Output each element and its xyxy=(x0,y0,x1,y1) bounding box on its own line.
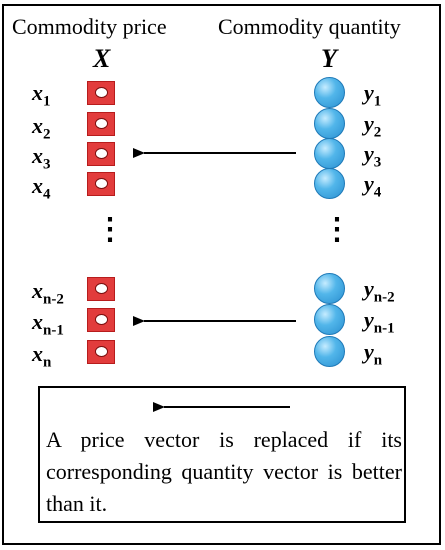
quantity-label-n-1: yn-1 xyxy=(364,307,395,337)
price-label-4: x4 xyxy=(32,173,51,203)
price-square-icon xyxy=(87,142,115,166)
quantity-label-2: y2 xyxy=(364,111,382,141)
quantity-circle-icon xyxy=(314,138,345,169)
quantity-label-n: yn xyxy=(364,339,383,369)
quantity-ellipsis: ⋮ xyxy=(322,213,352,246)
quantity-column-header: Commodity quantity xyxy=(218,14,401,39)
price-square-icon xyxy=(87,340,115,364)
price-set-symbol: X xyxy=(93,44,111,73)
quantity-label-3: y3 xyxy=(364,141,382,171)
price-label-n-1: xn-1 xyxy=(32,309,64,339)
quantity-label-1: y1 xyxy=(364,80,382,110)
quantity-circle-icon xyxy=(314,77,345,108)
price-label-n-2: xn-2 xyxy=(32,278,64,308)
price-label-2: x2 xyxy=(32,113,51,143)
price-label-n: xn xyxy=(32,341,52,371)
price-ellipsis: ⋮ xyxy=(95,213,125,246)
price-square-icon xyxy=(87,112,115,136)
quantity-set-symbol: Y xyxy=(321,44,337,73)
diagram-frame xyxy=(2,4,441,545)
quantity-circle-icon xyxy=(314,336,345,367)
price-square-icon xyxy=(87,81,115,105)
quantity-circle-icon xyxy=(314,168,345,199)
legend-text: A price vector is replaced if its corres… xyxy=(46,427,402,516)
quantity-label-n-2: yn-2 xyxy=(364,276,395,306)
price-label-1: x1 xyxy=(32,80,51,110)
quantity-circle-icon xyxy=(314,304,345,335)
price-label-3: x3 xyxy=(32,143,51,173)
price-square-icon xyxy=(87,308,115,332)
price-square-icon xyxy=(87,277,115,301)
price-square-icon xyxy=(87,172,115,196)
legend-box: A price vector is replaced if its corres… xyxy=(38,386,406,523)
quantity-circle-icon xyxy=(314,273,345,304)
quantity-label-4: y4 xyxy=(364,171,382,201)
price-column-header: Commodity price xyxy=(12,14,167,39)
